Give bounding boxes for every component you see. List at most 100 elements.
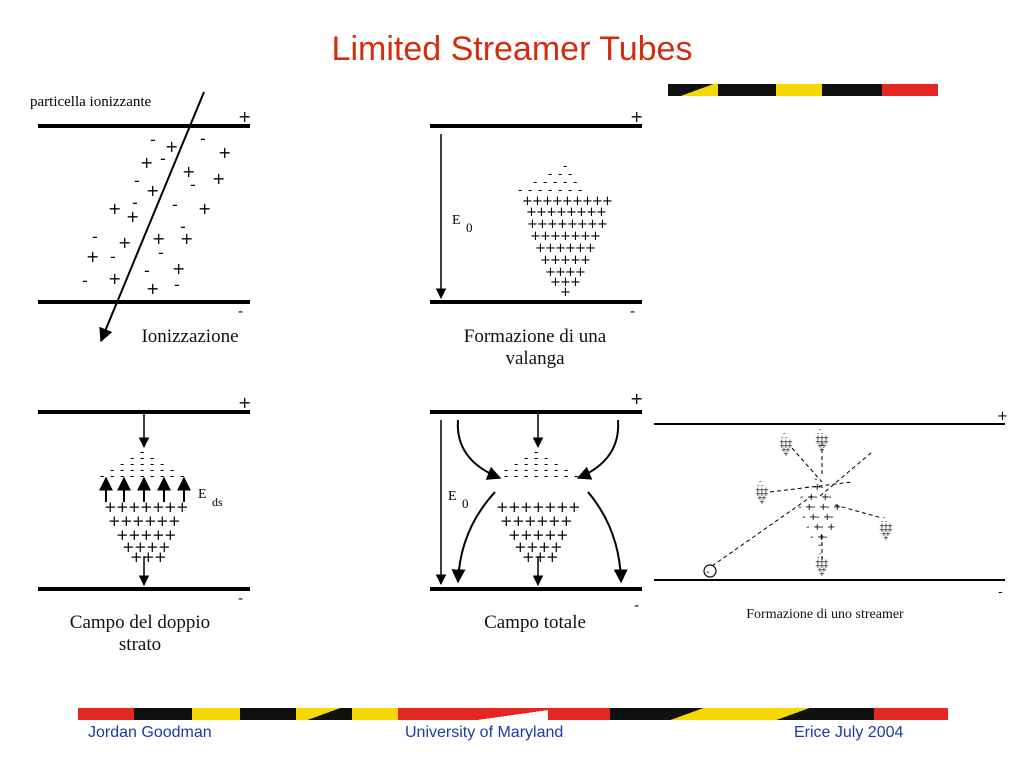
positive-charge: + bbox=[813, 522, 821, 533]
negative-charge: - bbox=[120, 457, 124, 471]
curved-field-arrow bbox=[456, 419, 502, 480]
positive-charge: + bbox=[781, 446, 787, 454]
positive-charge: + bbox=[821, 566, 827, 574]
positive-charge: + bbox=[813, 482, 821, 493]
positive-charge: + bbox=[140, 498, 153, 516]
positive-charge: + bbox=[542, 194, 553, 209]
negative-charge: - bbox=[134, 171, 140, 190]
negative-charge: - bbox=[524, 451, 528, 465]
positive-charge: + bbox=[520, 526, 533, 544]
negative-charge: - bbox=[110, 247, 116, 266]
positive-charge: + bbox=[823, 438, 829, 446]
positive-charge: + bbox=[116, 526, 129, 544]
positive-charge: + bbox=[550, 538, 563, 556]
positive-charge: + bbox=[546, 205, 557, 220]
negative-charge: - bbox=[830, 512, 834, 523]
minus-sign: - bbox=[238, 304, 243, 320]
positive-charge: + bbox=[821, 492, 829, 503]
positive-charge: + bbox=[819, 570, 825, 578]
positive-charge: + bbox=[755, 486, 761, 494]
positive-charge: + bbox=[567, 217, 578, 232]
negative-charge: - bbox=[158, 243, 164, 262]
negative-charge: - bbox=[564, 469, 568, 483]
negative-charge: - bbox=[524, 457, 528, 471]
negative-charge: - bbox=[543, 175, 547, 189]
positive-charge: + bbox=[879, 522, 885, 530]
positive-charge: + bbox=[819, 438, 825, 446]
negative-charge: - bbox=[534, 451, 538, 465]
positive-charge: + bbox=[807, 492, 815, 503]
negative-charge: - bbox=[544, 463, 548, 477]
plus-sign: + bbox=[997, 409, 1008, 424]
panel-streamer: + - - ---+++++++++---+++++++++---+++++++… bbox=[654, 409, 1008, 600]
slide-title: Limited Streamer Tubes bbox=[331, 30, 693, 68]
positive-charge: + bbox=[560, 512, 573, 530]
positive-charge: + bbox=[885, 530, 891, 538]
positive-charge: + bbox=[809, 512, 817, 523]
positive-charge: + bbox=[821, 442, 827, 450]
positive-charge: + bbox=[108, 512, 121, 530]
negative-charge: - bbox=[568, 167, 572, 181]
positive-charge: + bbox=[763, 490, 769, 498]
positive-charge: + bbox=[140, 153, 153, 172]
negative-charge: - bbox=[518, 183, 522, 197]
positive-charge: + bbox=[152, 526, 165, 544]
negative-charge: - bbox=[200, 129, 206, 148]
positive-charge: + bbox=[759, 490, 765, 498]
negative-charge: - bbox=[110, 463, 114, 477]
positive-charge: + bbox=[881, 530, 887, 538]
negative-charge: - bbox=[534, 469, 538, 483]
negative-charge: - bbox=[573, 175, 577, 189]
positive-charge: + bbox=[815, 562, 821, 570]
negative-charge: - bbox=[757, 482, 760, 490]
positive-charge: + bbox=[560, 275, 571, 290]
negative-charge: - bbox=[814, 474, 818, 485]
positive-charge: + bbox=[787, 438, 793, 446]
negative-charge: - bbox=[190, 175, 196, 194]
negative-charge: - bbox=[140, 451, 144, 465]
minus-sign: - bbox=[998, 585, 1003, 600]
positive-charge: + bbox=[562, 194, 573, 209]
negative-charge: - bbox=[806, 482, 810, 493]
positive-charge: + bbox=[817, 442, 823, 450]
negative-charge: - bbox=[140, 463, 144, 477]
negative-charge: - bbox=[140, 445, 144, 459]
negative-charge: - bbox=[798, 502, 802, 513]
positive-charge: + bbox=[168, 512, 181, 530]
negative-charge: - bbox=[514, 457, 518, 471]
particle-track-arrow bbox=[99, 91, 205, 343]
positive-charge: + bbox=[86, 247, 99, 266]
negative-charge: - bbox=[883, 514, 886, 522]
negative-charge: - bbox=[574, 469, 578, 483]
footer-event: Erice July 2004 bbox=[794, 724, 904, 741]
positive-charge: + bbox=[833, 502, 841, 513]
positive-charge: + bbox=[759, 486, 765, 494]
positive-charge: + bbox=[557, 217, 568, 232]
positive-charge: + bbox=[883, 522, 889, 530]
positive-charge: + bbox=[537, 217, 548, 232]
caption-total-field: Campo totale bbox=[484, 612, 586, 633]
panel-avalanche: + - E 0 ----------------++++++++++++++++… bbox=[430, 107, 643, 320]
positive-charge: + bbox=[575, 241, 586, 256]
negative-charge: - bbox=[144, 261, 150, 280]
positive-charge: + bbox=[783, 442, 789, 450]
positive-charge: + bbox=[120, 512, 133, 530]
negative-charge: - bbox=[160, 463, 164, 477]
negative-charge: - bbox=[819, 426, 822, 434]
positive-charge: + bbox=[527, 217, 538, 232]
negative-charge: - bbox=[800, 492, 804, 503]
positive-charge: + bbox=[532, 526, 545, 544]
double-layer-field-arrows bbox=[99, 476, 191, 502]
negative-charge: - bbox=[558, 167, 562, 181]
negative-charge: - bbox=[554, 469, 558, 483]
panel-total-field: + - E 0 -------------------------+++++++… bbox=[430, 389, 643, 614]
negative-charge: - bbox=[781, 434, 784, 442]
field-label: E bbox=[452, 213, 461, 228]
negative-charge: - bbox=[172, 195, 178, 214]
negative-charge: - bbox=[881, 518, 884, 526]
maryland-flag-bar-top bbox=[668, 84, 938, 96]
positive-charge: + bbox=[156, 512, 169, 530]
positive-charge: + bbox=[560, 229, 571, 244]
negative-charge: - bbox=[160, 149, 166, 168]
negative-charge: - bbox=[564, 463, 568, 477]
